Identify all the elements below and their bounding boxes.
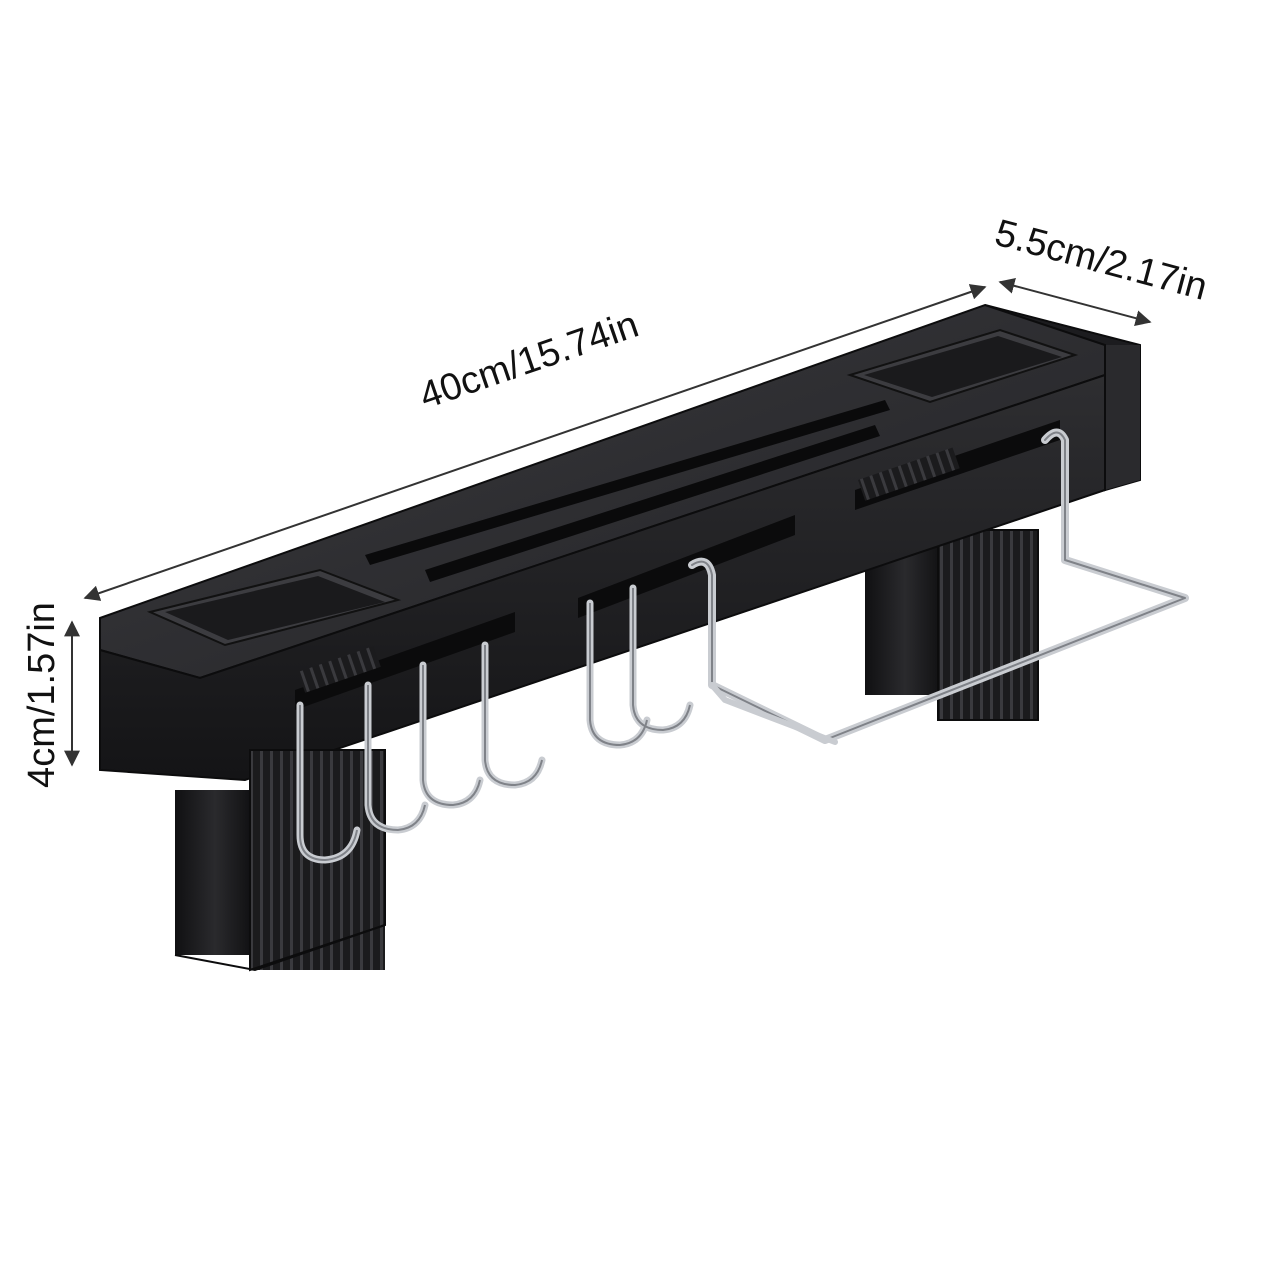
left-mounting-foot <box>174 749 386 972</box>
depth-dimension-line <box>998 277 1152 327</box>
right-mounting-foot <box>865 529 1039 721</box>
kitchen-rack <box>99 303 1189 972</box>
knife-slot-front <box>425 425 880 582</box>
right-cup-holder <box>846 328 1079 404</box>
front-cutout-left <box>295 612 515 710</box>
dimension-lines <box>64 277 1152 767</box>
left-cup-holder <box>146 568 402 647</box>
length-label: 40cm/15.74in <box>414 304 643 418</box>
height-label: 4cm/1.57in <box>21 602 63 788</box>
towel-bar <box>688 428 1189 745</box>
length-dimension-line <box>83 284 987 601</box>
knife-slot-back <box>365 400 890 565</box>
depth-label: 5.5cm/2.17in <box>991 212 1212 309</box>
